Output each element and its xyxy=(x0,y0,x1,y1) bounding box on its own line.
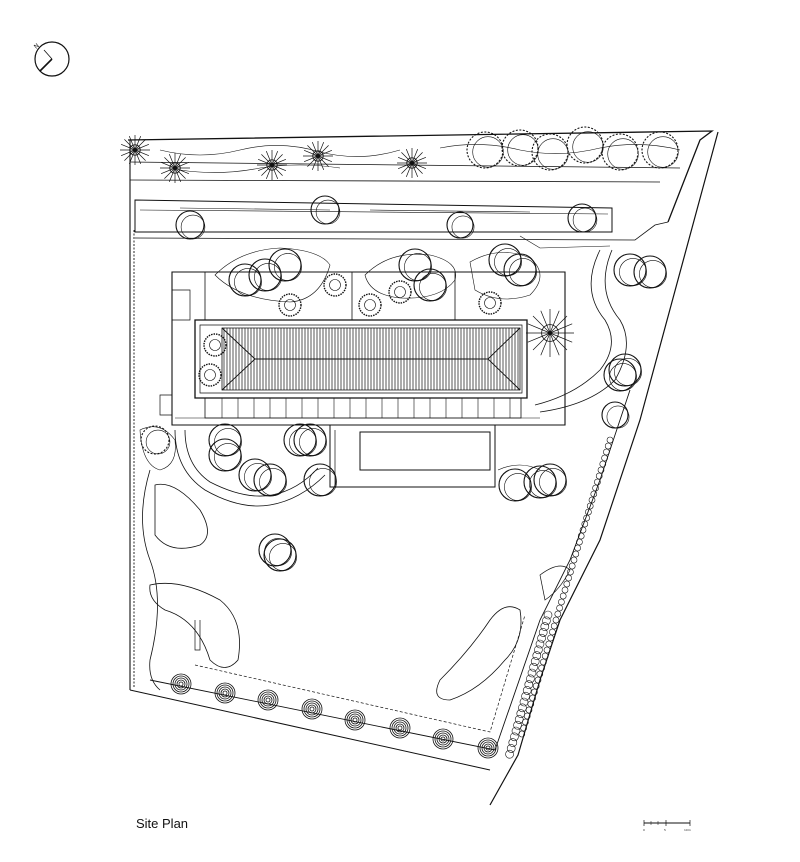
swimming-pool xyxy=(330,425,495,487)
tree-canopy xyxy=(294,424,327,456)
scale-bar: 0 5 10m xyxy=(643,820,691,832)
boundary-tree xyxy=(258,690,278,710)
building-roof xyxy=(195,320,527,398)
tree-canopy xyxy=(602,402,629,428)
vegetation xyxy=(120,127,678,758)
tree-canopy xyxy=(284,424,317,456)
terrace-grid xyxy=(205,398,521,418)
tree-canopy xyxy=(634,256,667,288)
tree-canopy xyxy=(229,264,262,296)
tree-canopy xyxy=(568,204,597,232)
shrub xyxy=(479,292,501,314)
tree-canopy xyxy=(504,254,537,286)
tree-canopy xyxy=(254,464,287,496)
scale-label-mid: 5 xyxy=(664,828,666,832)
northern-lane xyxy=(130,144,680,182)
tree-canopy xyxy=(176,211,205,239)
boundary-tree xyxy=(478,738,498,758)
shrub xyxy=(324,274,346,296)
tree-canopy xyxy=(609,354,642,386)
tree-canopy xyxy=(269,249,302,281)
tree-canopy xyxy=(642,132,678,168)
tree-canopy xyxy=(141,426,170,454)
tree-canopy xyxy=(209,439,242,471)
east-hedge xyxy=(506,437,613,758)
tree-canopy xyxy=(499,469,532,501)
tree-canopy xyxy=(467,132,503,168)
north-label: N xyxy=(33,42,41,50)
shrub xyxy=(359,294,381,316)
boundary-tree xyxy=(433,729,453,749)
scale-label-start: 0 xyxy=(643,828,645,832)
tree-canopy xyxy=(414,269,447,301)
tree-canopy xyxy=(304,464,337,496)
boundary-tree xyxy=(215,683,235,703)
boundary-tree xyxy=(390,718,410,738)
tree-canopy xyxy=(311,196,340,224)
shrub xyxy=(389,281,411,303)
tree-canopy xyxy=(259,534,292,566)
tree-canopy xyxy=(249,259,282,291)
tree-canopy xyxy=(447,212,474,238)
palm-tree xyxy=(397,148,427,178)
drawing-caption: Site Plan xyxy=(136,816,189,831)
palm-tree xyxy=(526,309,574,357)
tree-canopy xyxy=(534,464,567,496)
palm-tree xyxy=(120,135,150,165)
shrub xyxy=(279,294,301,316)
shrub xyxy=(204,334,226,356)
north-arrow: N xyxy=(33,42,69,76)
palm-tree xyxy=(303,141,333,171)
tree-canopy xyxy=(399,249,432,281)
palm-tree xyxy=(257,150,287,180)
scale-label-end: 10m xyxy=(684,828,691,832)
tree-canopy xyxy=(614,254,647,286)
tree-canopy xyxy=(209,424,242,456)
north-retaining-wall xyxy=(135,200,668,248)
planting-beds xyxy=(140,248,540,470)
tree-canopy xyxy=(604,359,637,391)
garden-paths xyxy=(143,250,627,700)
tree-canopy xyxy=(524,466,557,498)
tree-canopy xyxy=(264,539,297,571)
boundary-tree xyxy=(302,699,322,719)
site-boundary xyxy=(128,131,718,805)
boundary-tree xyxy=(171,674,191,694)
courtyard-platform xyxy=(160,272,565,425)
tree-canopy xyxy=(602,134,638,170)
shrub xyxy=(199,364,221,386)
boundary-tree xyxy=(345,710,365,730)
palm-tree xyxy=(160,153,190,183)
